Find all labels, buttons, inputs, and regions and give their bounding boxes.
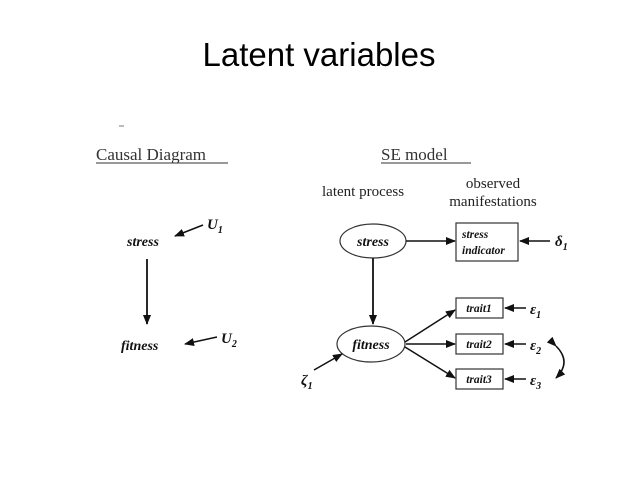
causal-arrow-u2 (184, 336, 218, 346)
causal-node-fitness: fitness (121, 339, 159, 354)
causal-arrow-u1 (174, 224, 204, 237)
se-model-heading: SE model (381, 145, 448, 164)
zeta-1-symbol: ζ1 (301, 373, 313, 392)
trait2-box (455, 333, 504, 355)
se-arrow-zeta (313, 353, 343, 371)
causal-diagram-heading: Causal Diagram (96, 145, 206, 164)
epsilon-covariance-curve (546, 336, 566, 379)
latent-stress-label: stress (356, 235, 389, 250)
observed-label: observed (466, 176, 521, 192)
causal-node-stress: stress (126, 235, 159, 250)
epsilon-2-symbol: ε2 (530, 338, 541, 357)
slide-title: Latent variables (202, 36, 436, 73)
trait3-label: trait3 (466, 374, 492, 386)
stress-indicator-line1: stress (461, 229, 489, 241)
trait1-label: trait1 (466, 303, 492, 315)
latent-fitness-label: fitness (352, 338, 390, 353)
delta-1-symbol: δ1 (555, 234, 568, 253)
se-arrow-fitness-to-trait3 (404, 346, 456, 379)
causal-diagram: Causal Diagram stress fitness U1 U2 (96, 145, 237, 354)
trait3-box (455, 368, 504, 390)
stress-indicator-line2: indicator (462, 245, 505, 257)
se-model: SE model latent process observed manifes… (301, 145, 568, 392)
latent-fitness-ellipse (336, 325, 406, 363)
epsilon-1-symbol: ε1 (530, 302, 541, 321)
trait2-label: trait2 (466, 339, 492, 351)
latent-process-label: latent process (322, 184, 404, 200)
manifestations-label: manifestations (449, 194, 537, 210)
stress-indicator-box (455, 222, 519, 262)
epsilon-3-symbol: ε3 (530, 373, 541, 392)
causal-disturbance-u1: U1 (207, 217, 223, 236)
trait1-box (455, 297, 504, 319)
causal-disturbance-u2: U2 (221, 331, 237, 350)
se-arrow-fitness-to-trait1 (404, 309, 456, 343)
